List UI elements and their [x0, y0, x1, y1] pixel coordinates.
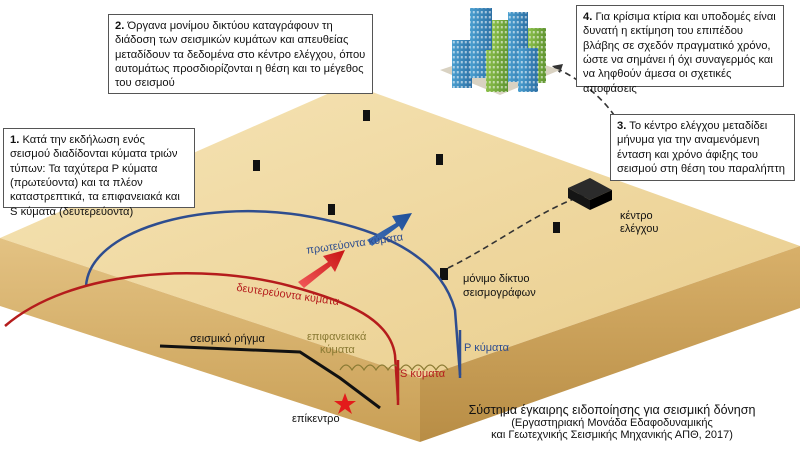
control-center-label-2: ελέγχου: [620, 223, 659, 235]
primary-wave-arrow: [367, 213, 412, 246]
station-3: [436, 154, 443, 165]
surface-waves-label-2: κύματα: [320, 344, 355, 356]
ground-top: [0, 84, 800, 378]
seismograph-stations: [253, 110, 560, 280]
ground-right-side: [420, 246, 800, 442]
control-center-label-1: κέντρο: [620, 210, 653, 222]
step-2-box: 2. Όργανα μονίμου δικτύου καταγράφουν τη…: [108, 14, 373, 94]
step-2-text: Όργανα μονίμου δικτύου καταγράφουν τη δι…: [115, 20, 366, 90]
station-1: [363, 110, 370, 121]
step-3-box: 3. Το κέντρο ελέγχου μεταδίδει μήνυμα γι…: [610, 114, 795, 181]
station-6: [440, 268, 448, 280]
step-4-box: 4. Για κρίσιμα κτίρια και υποδομές είναι…: [576, 5, 784, 95]
buildings-cluster: [440, 8, 560, 95]
epicenter-star: [334, 393, 356, 414]
ground-front-side: [0, 238, 420, 442]
fault-label: σεισμικό ρήγμα: [190, 333, 265, 345]
step-1-text: Κατά την εκδήλωση ενός σεισμού διαδίδοντ…: [10, 134, 180, 218]
surface-wave-line: [339, 364, 449, 372]
control-center: [568, 178, 612, 210]
caption: Σύστημα έγκαιρης ειδοποίησης για σεισμικ…: [432, 403, 792, 441]
fault-line: [159, 344, 381, 410]
network-label-2: σεισμογράφων: [463, 287, 536, 299]
caption-source-1: (Εργαστηριακή Μονάδα Εδαφοδυναμικής: [511, 417, 713, 429]
step-3-number: 3.: [617, 120, 627, 132]
p-wave-arc: [84, 209, 462, 376]
p-waves-label: P κύματα: [464, 342, 509, 354]
s-wave-arc: [4, 272, 400, 401]
ground-block: [0, 84, 800, 442]
step-4-number: 4.: [583, 11, 593, 23]
station-2: [253, 160, 260, 171]
surface-waves-label-1: επιφανειακά: [307, 331, 367, 343]
station-4: [328, 204, 335, 215]
caption-title: Σύστημα έγκαιρης ειδοποίησης για σεισμικ…: [468, 403, 756, 417]
step-3-text: Το κέντρο ελέγχου μεταδίδει μήνυμα για τ…: [617, 120, 786, 175]
caption-source-2: και Γεωτεχνικής Σεισμικής Μηχανικής ΑΠΘ,…: [491, 429, 733, 441]
epicenter-label: επίκεντρο: [292, 413, 340, 425]
arrowhead-buildings: [552, 64, 563, 73]
s-waves-label: S κύματα: [400, 368, 446, 380]
step-2-number: 2.: [115, 20, 125, 32]
station-5: [553, 222, 560, 233]
step-4-text: Για κρίσιμα κτίρια και υποδομές είναι δυ…: [583, 11, 776, 95]
step-1-number: 1.: [10, 134, 20, 146]
network-label-1: μόνιμο δίκτυο: [463, 273, 530, 285]
secondary-wave-arrow: [298, 250, 345, 288]
step-1-box: 1. Κατά την εκδήλωση ενός σεισμού διαδίδ…: [3, 128, 195, 218]
